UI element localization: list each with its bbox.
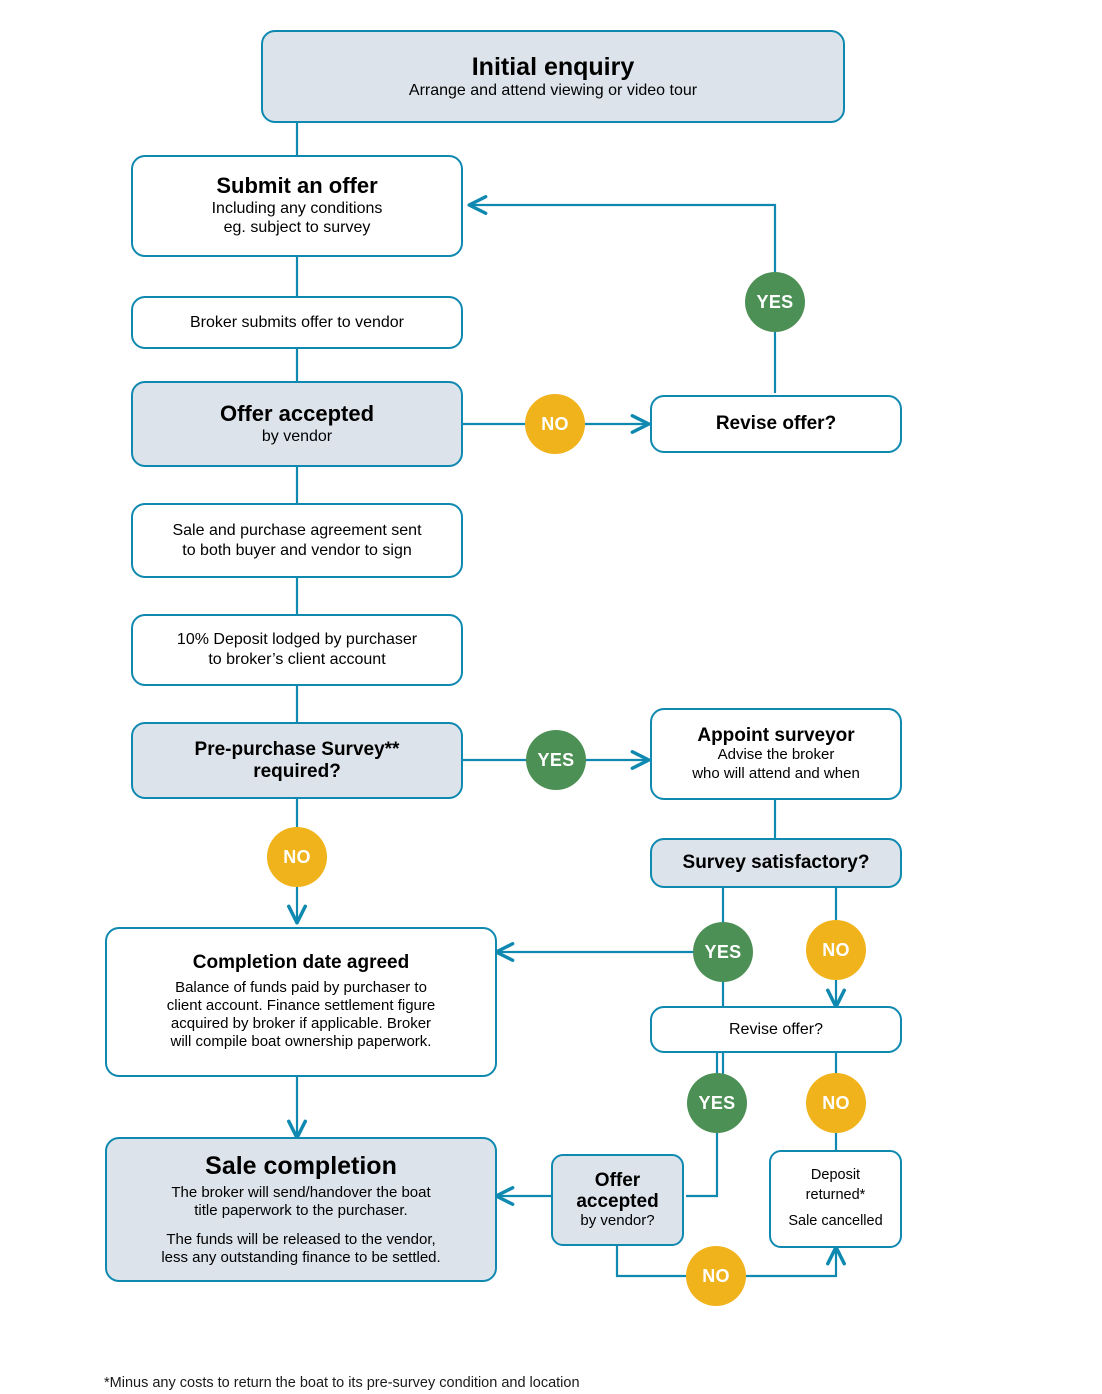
- node-subtitle-line3: acquired by broker if applicable. Broker: [170, 1015, 432, 1033]
- badge-label: YES: [756, 291, 794, 312]
- node-text-line2: to broker’s client account: [208, 651, 386, 668]
- node-completion-date-agreed[interactable]: Completion date agreed Balance of funds …: [105, 927, 497, 1077]
- node-title: Revise offer?: [715, 413, 837, 435]
- footnotes: *Minus any costs to return the boat to i…: [104, 1327, 742, 1394]
- node-title: Sale completion: [205, 1151, 397, 1180]
- node-sale-completion[interactable]: Sale completion The broker will send/han…: [105, 1137, 497, 1282]
- footnote-line-1: *Minus any costs to return the boat to i…: [104, 1374, 580, 1391]
- badge-no-survey-required[interactable]: NO: [267, 827, 327, 887]
- node-text-line1: 10% Deposit lodged by purchaser: [176, 631, 418, 648]
- node-title: Completion date agreed: [192, 952, 410, 974]
- node-appoint-surveyor[interactable]: Appoint surveyor Advise the broker who w…: [650, 708, 902, 800]
- badge-label: NO: [822, 939, 850, 960]
- node-title-line1: Pre-purchase Survey**: [194, 739, 400, 761]
- node-text-line2: to both buyer and vendor to sign: [182, 541, 412, 559]
- node-text: Broker submits offer to vendor: [189, 313, 405, 331]
- node-para1-line2: title paperwork to the purchaser.: [194, 1202, 408, 1220]
- node-text-line1: Deposit: [810, 1167, 861, 1184]
- node-text-line3: Sale cancelled: [788, 1213, 883, 1230]
- node-pre-purchase-survey[interactable]: Pre-purchase Survey** required?: [131, 722, 463, 799]
- badge-no-revise-offer-bottom[interactable]: NO: [806, 1073, 866, 1133]
- node-subtitle-line4: will compile boat ownership paperwork.: [170, 1033, 432, 1051]
- node-revise-offer-bottom[interactable]: Revise offer?: [650, 1006, 902, 1053]
- node-text: Revise offer?: [729, 1020, 823, 1038]
- node-offer-accepted[interactable]: Offer accepted by vendor: [131, 381, 463, 467]
- badge-label: NO: [702, 1265, 730, 1286]
- node-para2-line2: less any outstanding finance to be settl…: [161, 1248, 441, 1266]
- node-subtitle: by vendor: [261, 427, 333, 445]
- node-text-line2: returned*: [805, 1186, 866, 1203]
- node-offer-accepted-bottom[interactable]: Offer accepted by vendor?: [551, 1154, 684, 1246]
- node-subtitle-line2: client account. Finance settlement figur…: [166, 996, 436, 1014]
- node-deposit-lodged[interactable]: 10% Deposit lodged by purchaser to broke…: [131, 614, 463, 686]
- node-title-line1: Offer: [594, 1169, 641, 1191]
- node-subtitle: Arrange and attend viewing or video tour: [408, 81, 698, 99]
- badge-label: YES: [537, 749, 575, 770]
- badge-no-survey-satisfactory[interactable]: NO: [806, 920, 866, 980]
- badge-yes-revise-offer-bottom[interactable]: YES: [687, 1073, 747, 1133]
- node-initial-enquiry[interactable]: Initial enquiry Arrange and attend viewi…: [261, 30, 845, 123]
- node-title: Survey satisfactory?: [682, 852, 870, 874]
- node-title: Submit an offer: [216, 173, 378, 199]
- badge-no-offer-accepted-bottom[interactable]: NO: [686, 1246, 746, 1306]
- badge-label: NO: [822, 1092, 850, 1113]
- badge-label: NO: [283, 846, 311, 867]
- node-submit-an-offer[interactable]: Submit an offer Including any conditions…: [131, 155, 463, 257]
- node-title-line2: accepted: [576, 1190, 659, 1212]
- badge-label: NO: [541, 413, 569, 434]
- node-subtitle-line1: Advise the broker: [717, 746, 835, 764]
- node-sale-purchase-agreement[interactable]: Sale and purchase agreement sent to both…: [131, 503, 463, 578]
- node-subtitle-line2: who will attend and when: [692, 764, 860, 782]
- node-broker-submits-offer[interactable]: Broker submits offer to vendor: [131, 296, 463, 349]
- node-revise-offer-top[interactable]: Revise offer?: [650, 395, 902, 453]
- node-subtitle-line1: Balance of funds paid by purchaser to: [175, 978, 427, 996]
- badge-label: YES: [698, 1092, 736, 1113]
- node-deposit-returned[interactable]: Deposit returned* Sale cancelled: [769, 1150, 902, 1248]
- node-subtitle: by vendor?: [580, 1212, 655, 1230]
- node-title: Initial enquiry: [471, 52, 635, 81]
- node-text-line1: Sale and purchase agreement sent: [172, 521, 422, 539]
- node-para1-line1: The broker will send/handover the boat: [171, 1183, 431, 1201]
- badge-yes-survey-satisfactory[interactable]: YES: [693, 922, 753, 982]
- badge-yes-revise-offer-top[interactable]: YES: [745, 272, 805, 332]
- node-para2-line1: The funds will be released to the vendor…: [166, 1230, 436, 1248]
- node-title: Offer accepted: [219, 400, 375, 426]
- badge-no-offer-accepted[interactable]: NO: [525, 394, 585, 454]
- node-subtitle-line2: eg. subject to survey: [223, 219, 371, 237]
- node-survey-satisfactory[interactable]: Survey satisfactory?: [650, 838, 902, 888]
- badge-yes-survey-required[interactable]: YES: [526, 730, 586, 790]
- node-title-line2: required?: [253, 760, 341, 782]
- badge-label: YES: [704, 941, 742, 962]
- node-title: Appoint surveyor: [697, 725, 855, 747]
- node-subtitle-line1: Including any conditions: [211, 199, 383, 217]
